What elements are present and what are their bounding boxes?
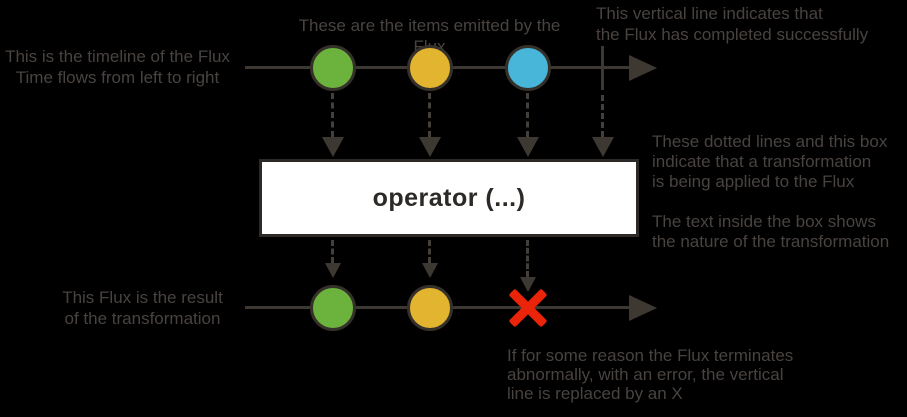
operator-box: operator (...) xyxy=(259,159,639,237)
error-x-icon xyxy=(508,288,548,328)
transform-note: These dotted lines and this box indicate… xyxy=(652,132,890,251)
result-timeline-arrowhead-icon xyxy=(629,295,657,321)
arrow-down-icon xyxy=(592,137,614,157)
dotted-connector xyxy=(331,93,334,137)
result-marble-green xyxy=(310,285,356,331)
arrow-down-icon xyxy=(325,263,341,278)
source-marble-yellow xyxy=(407,45,453,91)
result-marble-yellow xyxy=(407,285,453,331)
arrow-down-icon xyxy=(517,137,539,157)
result-note: This Flux is the result of the transform… xyxy=(62,288,223,328)
dotted-connector xyxy=(331,240,334,263)
complete-line xyxy=(601,46,604,90)
timeline-note: This is the timeline of the Flux Time fl… xyxy=(5,47,230,87)
source-timeline-arrowhead-icon xyxy=(629,55,657,81)
error-note: If for some reason the Flux terminates a… xyxy=(507,346,794,403)
arrow-down-icon xyxy=(520,277,536,292)
dotted-connector xyxy=(428,93,431,137)
operator-label: operator (...) xyxy=(372,183,526,212)
dotted-connector xyxy=(428,240,431,263)
arrow-down-icon xyxy=(419,137,441,157)
arrow-down-icon xyxy=(322,137,344,157)
dotted-connector xyxy=(526,93,529,137)
dotted-connector xyxy=(526,240,529,277)
source-marble-blue xyxy=(505,45,551,91)
complete-note: This vertical line indicates that the Fl… xyxy=(596,4,869,44)
source-marble-green xyxy=(310,45,356,91)
arrow-down-icon xyxy=(422,263,438,278)
dotted-connector xyxy=(601,95,604,137)
